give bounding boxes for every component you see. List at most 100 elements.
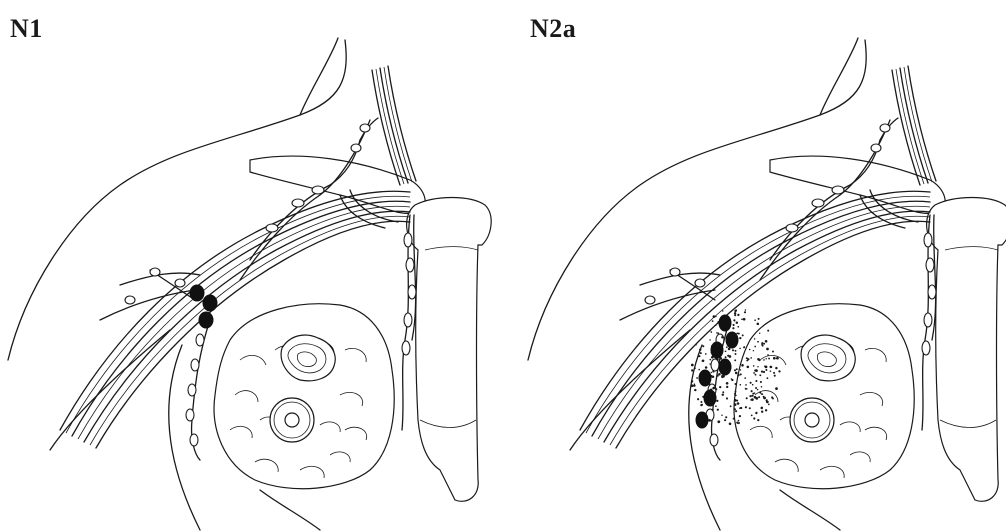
stipple-dot (734, 403, 737, 406)
stipple-dot (759, 374, 761, 376)
metastatic-node (719, 315, 731, 331)
stipple-dot (753, 417, 755, 419)
stipple-dot (754, 338, 756, 340)
stipple-dot (734, 408, 736, 410)
stipple-dot (763, 397, 766, 400)
stipple-dot (766, 348, 769, 351)
stipple-dot (735, 353, 737, 355)
stipple-dot (715, 324, 716, 325)
stipple-dot (736, 332, 738, 334)
stipple-dot (697, 398, 699, 400)
stipple-dot (691, 364, 694, 367)
stipple-dot (755, 412, 757, 414)
metastatic-node (719, 359, 731, 375)
stipple-dot (749, 407, 751, 409)
stipple-dot (715, 405, 717, 407)
stipple-dot (732, 327, 734, 329)
stipple-dot (749, 395, 751, 397)
stipple-dot (746, 397, 748, 399)
stipple-dot (761, 370, 763, 372)
stipple-dot (700, 352, 702, 354)
stipple-dot (775, 367, 777, 369)
stipple-dot (691, 369, 693, 371)
stipple-dot (699, 349, 701, 351)
stipple-dot (733, 418, 735, 420)
stipple-dot (744, 311, 746, 313)
stipple-dot (717, 375, 719, 377)
stipple-dot (765, 369, 767, 371)
stipple-dot (772, 398, 774, 400)
stipple-dot (737, 403, 739, 405)
stipple-dot (734, 399, 737, 402)
stipple-dot (705, 353, 707, 355)
stipple-dot (695, 344, 696, 345)
stipple-dot (761, 386, 763, 388)
stipple-dot (738, 422, 740, 424)
stipple-dot (755, 387, 757, 389)
stipple-dot (736, 421, 738, 423)
stipple-dot (753, 372, 755, 374)
stipple-dot (773, 372, 775, 374)
stipple-dot (734, 383, 736, 385)
stipple-dot (765, 409, 767, 411)
stipple-dot (757, 366, 758, 367)
stipple-dot (716, 332, 718, 334)
stipple-dot (758, 396, 760, 398)
panel-n1: N1 (0, 0, 503, 532)
stipple-dot (702, 345, 704, 347)
stipple-dot (700, 401, 702, 403)
stipple-dot (763, 343, 765, 345)
n1-breast-lymph-illustration (0, 0, 503, 532)
stipple-dot (696, 377, 698, 379)
stipple-dot (739, 337, 741, 339)
stipple-dot (752, 384, 754, 386)
stipple-dot (745, 309, 747, 311)
stipple-dot (702, 359, 705, 362)
stipple-dot (740, 373, 742, 375)
panel-label-n1: N1 (10, 14, 43, 44)
stipple-dot (760, 381, 762, 383)
stipple-dot (770, 370, 772, 372)
stipple-dot (737, 326, 739, 328)
stipple-dot (733, 319, 735, 321)
stipple-dot (735, 372, 738, 375)
stipple-dot (736, 368, 738, 370)
stipple-dot (726, 397, 728, 399)
stipple-dot (755, 369, 758, 372)
stipple-dot (726, 382, 729, 385)
stipple-dot (765, 340, 768, 343)
stipple-dot (741, 318, 743, 320)
stipple-dot (721, 336, 723, 338)
stipple-dot (737, 374, 739, 376)
stipple-dot (691, 384, 694, 387)
stipple-dot (694, 389, 696, 391)
stipple-dot (730, 405, 732, 407)
stipple-dot (743, 346, 745, 348)
stipple-dot (763, 371, 765, 373)
stipple-dot (754, 346, 756, 348)
stipple-dot (761, 342, 763, 344)
stipple-dot (740, 369, 741, 370)
stipple-dot (739, 348, 741, 350)
stipple-dot (742, 334, 744, 336)
stipple-dot (778, 370, 780, 372)
stipple-dot (734, 393, 736, 395)
stipple-dot (735, 391, 737, 393)
stipple-dot (754, 319, 756, 321)
panel-label-n2a: N2a (530, 14, 576, 44)
stipple-dot (719, 386, 721, 388)
stipple-dot (691, 380, 693, 382)
stipple-dot (712, 387, 715, 390)
stipple-dot (757, 358, 760, 361)
stipple-dot (745, 406, 747, 408)
stipple-dot (739, 407, 740, 408)
metastatic-node (190, 285, 204, 301)
stipple-dot (712, 370, 714, 372)
stipple-dot (698, 355, 700, 357)
stipple-dot (747, 366, 750, 369)
stipple-dot (722, 391, 724, 393)
stipple-dot (735, 410, 737, 412)
stipple-dot (763, 359, 765, 361)
stipple-dot (761, 393, 762, 394)
metastatic-node (699, 370, 711, 386)
